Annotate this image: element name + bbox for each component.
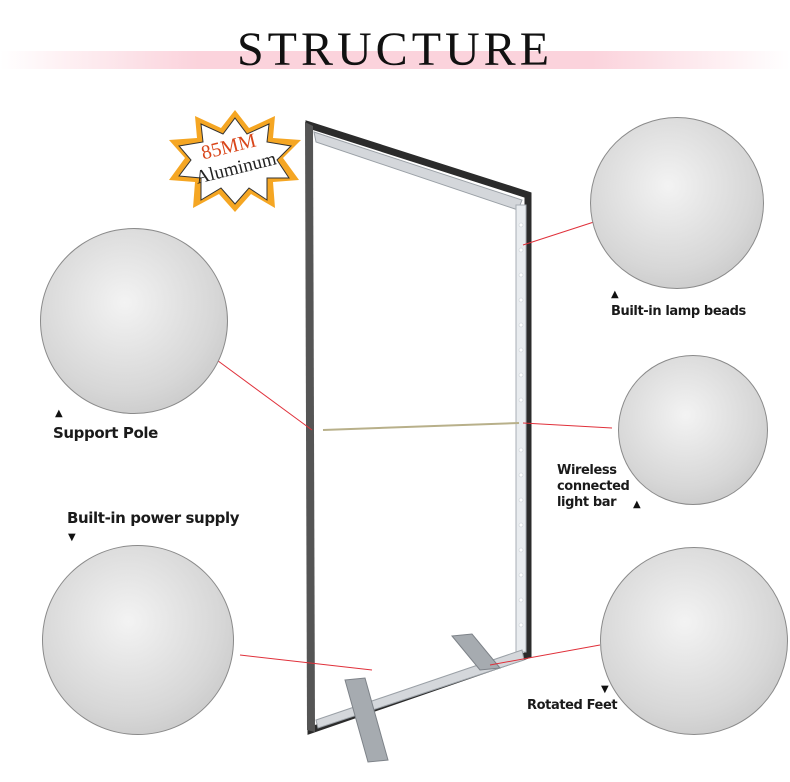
starburst-icon [169,110,301,212]
arrow-up-icon: ▲ [611,289,619,300]
lamp-beads-detail-image [590,117,764,289]
page-title: STRUCTURE [236,23,554,76]
title-highlight-band [0,51,790,69]
light-bar-label-line3: light bar [557,495,617,510]
light-bar-detail-image [618,355,768,505]
rotated-feet-label: Rotated Feet [527,698,618,713]
support-pole-label: Support Pole [53,424,158,442]
arrow-up-icon: ▲ [55,408,63,419]
arrow-down-icon: ▼ [68,532,76,543]
light-bar-label-line1: Wireless [557,463,617,478]
arrow-up-icon: ▲ [633,499,641,510]
aluminum-badge: 85MM Aluminum [165,108,305,213]
rotated-feet-detail-image [600,547,788,735]
power-supply-label: Built-in power supply [67,509,240,527]
support-pole-detail-image [40,228,228,414]
arrow-down-icon: ▼ [601,684,609,695]
lamp-beads-label: Built-in lamp beads [611,304,746,319]
light-bar-label-line2: connected [557,479,630,494]
power-supply-detail-image [42,545,234,735]
